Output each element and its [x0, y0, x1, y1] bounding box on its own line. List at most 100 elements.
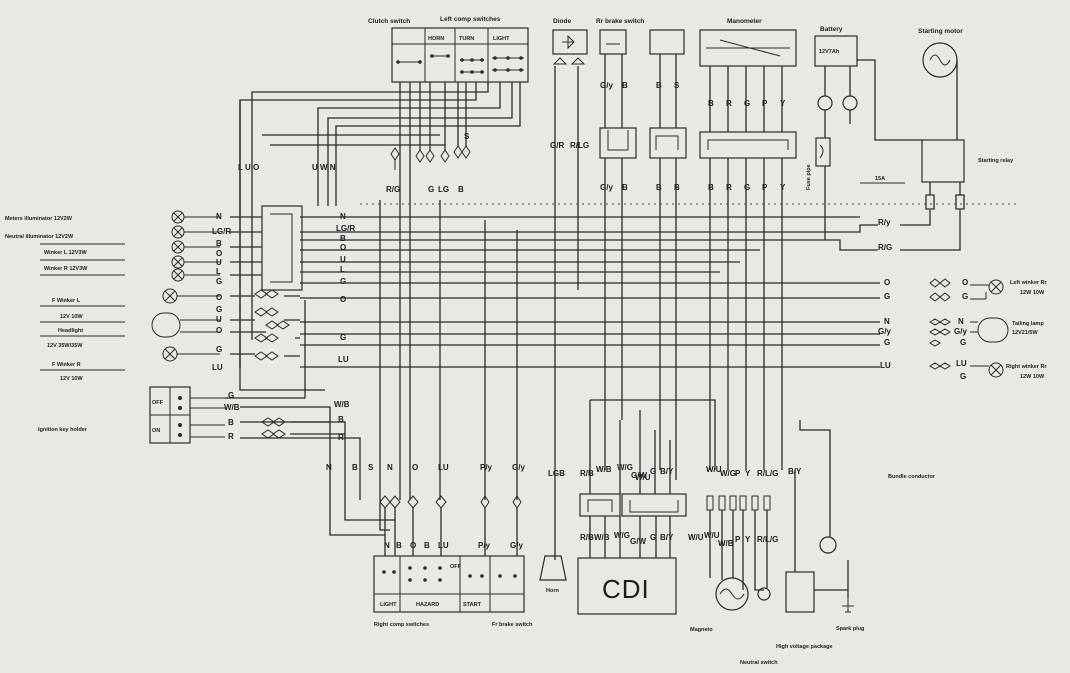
- battery-terminal-minus-icon: [842, 95, 858, 111]
- bt-code-1: B: [352, 463, 358, 472]
- high-voltage-package: [785, 571, 815, 613]
- wire-code-im0: W/B: [334, 400, 350, 409]
- wire-code-ry: R/y: [878, 218, 891, 227]
- rc-code-0: O: [962, 278, 968, 287]
- start-button-label: START: [463, 602, 482, 608]
- manometer-box: [699, 29, 797, 67]
- neutral-switch-label: Neutral switch: [740, 660, 778, 666]
- headlight-label: Headlight: [58, 328, 83, 334]
- wire-code-b1: B: [622, 81, 628, 90]
- bt-code-3: N: [387, 463, 393, 472]
- tailing-lamp-rating: 12V21/5W: [1012, 330, 1038, 336]
- starting-motor-label: Starting motor: [918, 28, 963, 35]
- ign-on-label: ON: [152, 428, 160, 434]
- wire-code-im1: B: [338, 415, 344, 424]
- bt2-code-4: LU: [438, 541, 449, 550]
- battery-rating: 12V7Ah: [819, 49, 840, 55]
- cdi-sub-0: W/U: [688, 533, 704, 542]
- wire-code-m7: O: [340, 295, 346, 304]
- mano-code-b4: Y: [780, 183, 786, 192]
- diode-label: Diode: [553, 18, 571, 25]
- spark-plug-label: Spark plug: [836, 626, 864, 632]
- brake-aux-box: [649, 29, 685, 55]
- magneto-connectors: [706, 495, 771, 511]
- wire-code-bm1: B: [622, 183, 628, 192]
- wire-code-bm0: G/y: [600, 183, 613, 192]
- mag-top-4: R/L/G: [757, 469, 778, 478]
- wire-code-luo: L U O: [238, 163, 259, 172]
- mag-bot-3: Y: [745, 535, 751, 544]
- switch-wire-codes: R/G G LG B S: [386, 132, 470, 194]
- mag-bot-0: W/U: [704, 531, 720, 540]
- spark-plug-cap-icon: [819, 536, 837, 554]
- cdi-bot-0: R/B: [580, 533, 594, 542]
- high-voltage-package-label: High voltage package: [776, 644, 833, 650]
- wire-code-st0: R/G: [386, 185, 400, 194]
- wire-code-ign2: B: [228, 418, 234, 427]
- neutral-switch-icon: [757, 587, 771, 601]
- bt-code-7: G/y: [512, 463, 525, 472]
- wire-code-m6: G: [340, 277, 346, 286]
- f-winker-r-rating: 12V 10W: [60, 376, 83, 382]
- mag-top-3: Y: [745, 469, 751, 478]
- battery-box: [814, 35, 858, 67]
- cdi-bot-5: B/Y: [660, 533, 674, 542]
- wire-code-b0: G/y: [600, 81, 613, 90]
- mag-bot-4: R/L/G: [757, 535, 778, 544]
- fuse-pipe-label: Fuse pipe: [806, 164, 812, 190]
- wire-code-d0: G/R: [550, 141, 564, 150]
- wire-code-b3: S: [674, 81, 680, 90]
- spark-plug-icon: [842, 598, 854, 613]
- mag-bot-2: P: [735, 535, 741, 544]
- mano-code-b3: P: [762, 183, 768, 192]
- left-lamp-1: Neutral illuminator 12V2W: [5, 234, 74, 240]
- f-winker-l-rating: 12V 10W: [60, 314, 83, 320]
- f-winker-r-label: F Winker R: [52, 362, 81, 368]
- left-lamp-0: Meters illuminator 12V2W: [5, 216, 73, 222]
- wire-code-m4: U: [340, 255, 346, 264]
- cdi-bot-3: G/W: [630, 537, 646, 546]
- rr-brake-switch-label: Rr brake switch: [596, 18, 644, 25]
- cdi-top-0: R/B: [580, 469, 594, 478]
- cdi-top-5: B/Y: [660, 467, 674, 476]
- bt-code-4: O: [412, 463, 418, 472]
- right-winker-rr-label: Right winker Rr: [1006, 364, 1048, 370]
- rc-code-3: G/y: [954, 327, 967, 336]
- right-winker-rr-rating: 12W 10W: [1020, 374, 1045, 380]
- headlight-rating: 12V 35W/35W: [47, 343, 83, 349]
- wire-code-b2: B: [656, 81, 662, 90]
- wire-code-rg: R/G: [878, 243, 892, 252]
- rr-brake-switch-box: [599, 29, 627, 55]
- horn-switch-label: HORN: [428, 36, 444, 42]
- clutch-switch-label: Clutch switch: [368, 18, 410, 25]
- wire-code-m2: B: [340, 234, 346, 243]
- mag-top-2: P: [735, 469, 741, 478]
- hazard-button-label: HAZARD: [416, 602, 439, 608]
- wire-code-st2: LG: [438, 185, 449, 194]
- bt-code-8: LGB: [548, 469, 565, 478]
- wire-code-l7: O: [216, 293, 222, 302]
- wire-code-l12: LU: [212, 363, 223, 372]
- brake-connector-1: [599, 127, 637, 159]
- wire-code-ign3: R: [228, 432, 234, 441]
- bt2-code-1: B: [396, 541, 402, 550]
- cdi-sub-1: W/U: [635, 473, 651, 482]
- fuse-rating: 15A: [875, 176, 885, 182]
- left-connector-block: [261, 205, 303, 291]
- wire-code-bm2: B: [656, 183, 662, 192]
- rw-code-2: N: [884, 317, 890, 326]
- horn-icon: [539, 555, 567, 581]
- cdi-connector-2: [621, 493, 687, 517]
- manometer-label: Manometer: [727, 18, 762, 25]
- wire-code-l10: O: [216, 326, 222, 335]
- cdi-unit: [577, 557, 677, 615]
- turn-switch-label: TURN: [459, 36, 474, 42]
- mano-code-b0: B: [708, 183, 714, 192]
- rw-code-5: LU: [880, 361, 891, 370]
- wire-code-m9: G: [340, 333, 346, 342]
- rw-code-4: G: [884, 338, 890, 347]
- right-connectors: [929, 278, 951, 370]
- bt2-code-3: B: [424, 541, 430, 550]
- right-lamp-bulbs: [970, 279, 1009, 378]
